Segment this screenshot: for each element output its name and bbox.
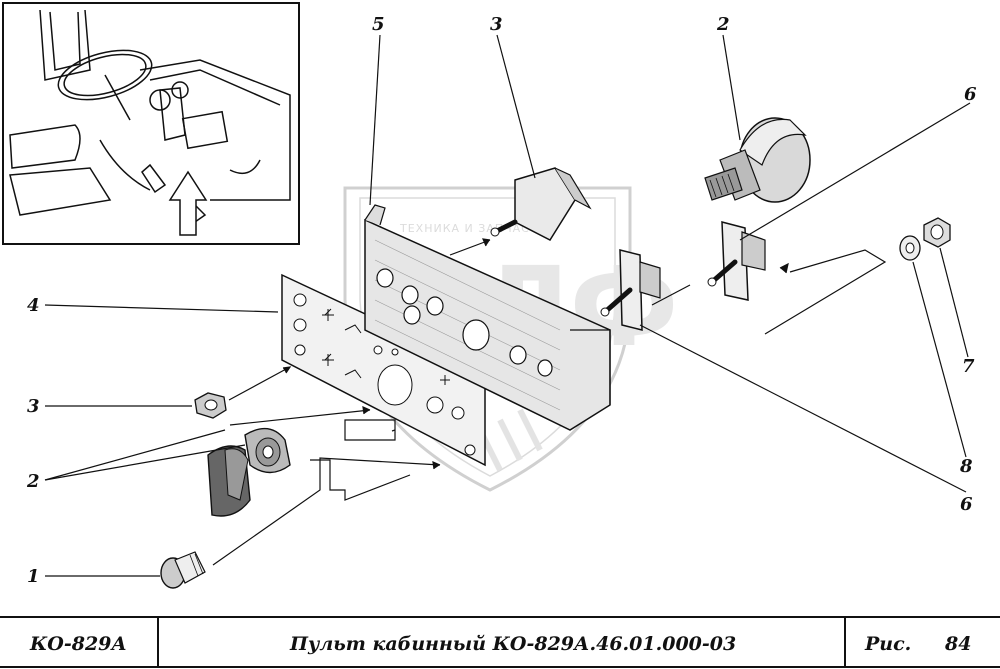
push-button-part-1 [160, 551, 206, 589]
leader-lines [44, 34, 971, 577]
callout-3-top: 3 [490, 14, 503, 35]
gauge [704, 117, 811, 203]
callout-3-left: 3 [27, 396, 40, 417]
figure-number: 84 [944, 633, 971, 655]
callout-1: 1 [27, 566, 40, 587]
washer-part-8 [899, 235, 921, 261]
callout-6-bottom: 6 [960, 494, 973, 515]
mounting-bracket [364, 204, 611, 431]
callout-2-top: 2 [716, 14, 730, 35]
callout-6-top: 6 [964, 84, 977, 105]
toggle-switch-top [490, 167, 592, 241]
callout-5: 5 [372, 14, 385, 35]
title-block: КО-829А Пульт кабинный КО-829А.46.01.000… [0, 616, 1000, 668]
callout-8: 8 [959, 456, 973, 477]
callout-2-left: 2 [26, 471, 40, 492]
toggle-switch-middle [600, 249, 661, 331]
inset-arrow-icon [168, 170, 208, 236]
toggle-switch-right [707, 221, 766, 301]
inset-cab-view [2, 2, 300, 245]
sheet-title: Пульт кабинный КО-829А.46.01.000-03 [289, 633, 736, 655]
figure-label: Рис. [864, 633, 911, 655]
knobs-part-2 [207, 427, 291, 517]
callout-4: 4 [27, 295, 40, 316]
callout-7: 7 [962, 356, 975, 377]
nut-part-7 [923, 217, 951, 248]
panel-plate [281, 273, 486, 467]
model-label: КО-829А [29, 633, 127, 655]
assembly-lines [212, 238, 887, 566]
callout-labels: 1 2 3 4 5 3 2 6 7 8 6 [26, 14, 977, 587]
nut-part-3-left [194, 392, 227, 419]
